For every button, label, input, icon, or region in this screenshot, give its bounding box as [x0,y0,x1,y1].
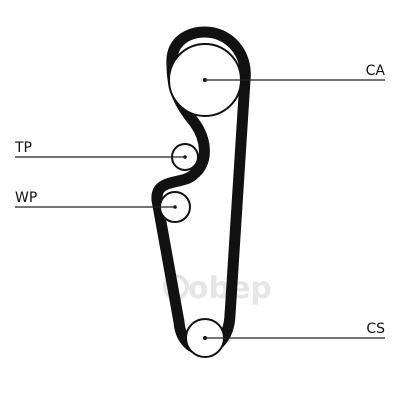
label-ca: CA [366,63,386,79]
watermark-logo: obep [163,271,272,306]
label-wp: WP [15,190,37,206]
label-tp: TP [14,140,32,156]
timing-belt [151,26,251,356]
label-cs: CS [366,321,385,337]
